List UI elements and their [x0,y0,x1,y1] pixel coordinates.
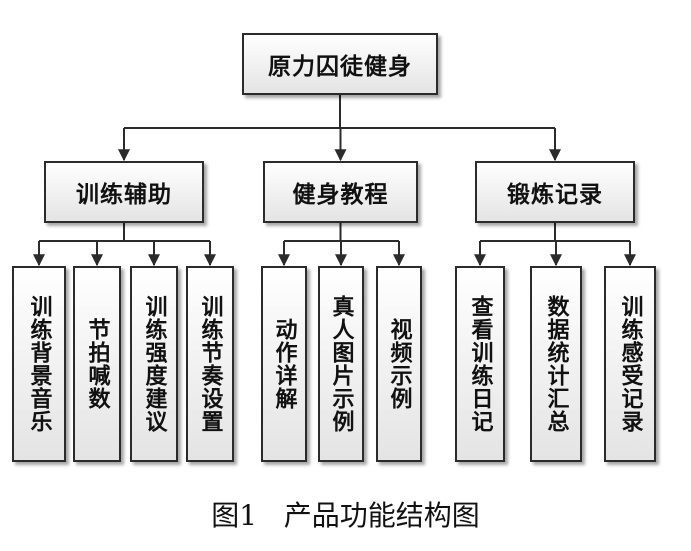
leaf-intensity-advice: 训练强度建议 [130,266,178,462]
category-exercise-record: 锻炼记录 [475,161,635,223]
category-fitness-tutorial: 健身教程 [263,161,418,223]
leaf-video-examples: 视频示例 [376,266,422,462]
leaf-rhythm-setting: 训练节奏设置 [186,266,234,462]
leaf-training-diary: 查看训练日记 [455,266,505,462]
figure-caption: 图1 产品功能结构图 [211,499,480,532]
leaf-data-statistics: 数据统计汇总 [530,266,582,462]
leaf-move-explanation: 动作详解 [261,266,307,462]
leaf-photo-examples: 真人图片示例 [318,266,364,462]
category-training-assist: 训练辅助 [44,161,204,223]
leaf-background-music: 训练背景音乐 [12,266,66,462]
connector-lines [33,95,636,267]
leaf-feeling-record: 训练感受记录 [604,266,656,462]
leaf-beat-counting: 节拍喊数 [73,266,121,462]
root-node: 原力囚徒健身 [242,33,438,95]
